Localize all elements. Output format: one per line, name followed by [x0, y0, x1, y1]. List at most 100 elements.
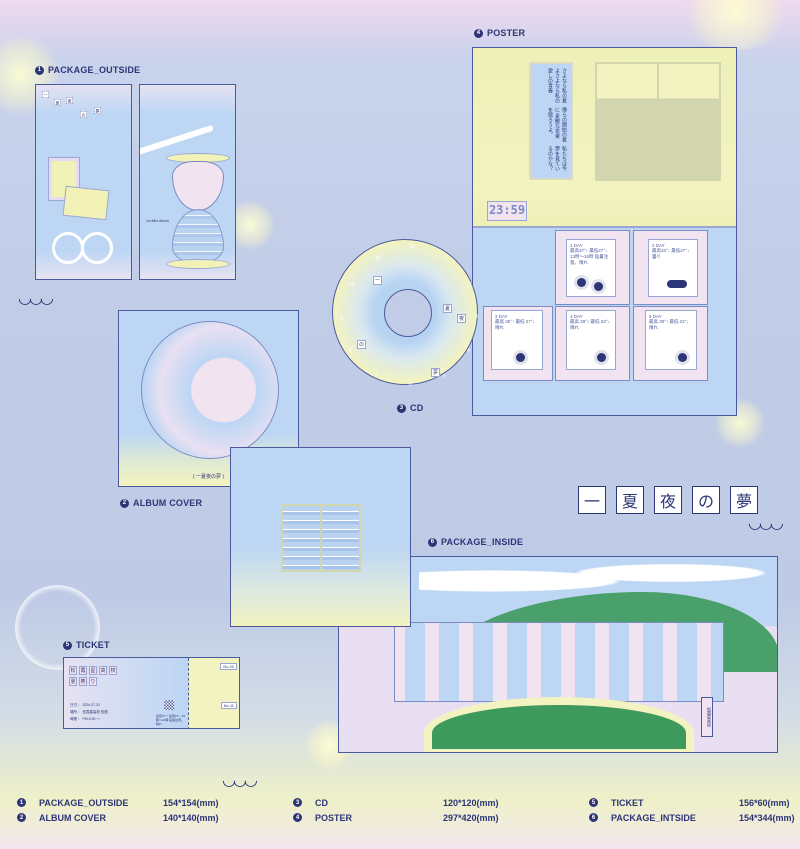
package-outside-right: 1st Mini Album: [139, 84, 236, 280]
wave-decoration: ◡◡◡: [222, 772, 258, 789]
legend-4-name: POSTER: [315, 813, 353, 823]
ticket-chars-6: 祭: [79, 677, 87, 686]
poster-cards-1-text: 最高33°↑ 最低27°↓ 曇り: [652, 248, 690, 259]
cd-clock_numbers-11: 11: [375, 256, 381, 262]
badge: 4: [474, 28, 483, 38]
cd-clock_numbers-2: 2: [469, 282, 472, 288]
ticket-chars-1: 霞: [79, 666, 87, 675]
cd-clock_numbers-10: 10: [349, 282, 355, 288]
poster-cards-2-text: 最高 35°↑ 最低 27°↓ 晴れ: [495, 319, 535, 330]
poster-cards-4-day: 5 DAY: [649, 314, 662, 319]
cd-clock_numbers-6: 6: [409, 382, 412, 388]
label-text: POSTER: [487, 28, 526, 38]
cd-chars-3: の: [357, 340, 367, 349]
ticket: 松 霞 星 高 校 霊 祭 り 日付 ： 2024.07.31 場所 ： 松霞星…: [63, 657, 240, 729]
poster-cards-4-text: 最高 30°↑ 最低 22°↓ 晴れ: [649, 319, 689, 330]
cd-chars-0: 一: [373, 276, 383, 285]
wave-decoration: ◡◡◡: [18, 290, 54, 307]
legend-0-num: 1: [17, 798, 26, 807]
poster-cards-3-text: 最高 29°↑ 最低 23°↓ 晴れ: [570, 319, 610, 330]
poem-line: 私たちは今夢を見ているのかな？: [547, 145, 567, 171]
poster-cards-2-day: 3 DAY: [495, 314, 508, 319]
cd-clock_numbers-9: 9: [340, 316, 343, 322]
package-inside-window: [230, 447, 411, 627]
poster-cards-3-day: 4 DAY: [570, 314, 583, 319]
ticket-chars-7: り: [89, 677, 97, 686]
school-building: [394, 622, 724, 702]
legend-1-num: 3: [293, 798, 302, 807]
cd-clock_numbers-5: 5: [443, 374, 446, 380]
cd-clock_numbers-7: 7: [375, 372, 378, 378]
globe: [141, 321, 279, 459]
badge: 3: [397, 403, 406, 413]
ticket-no1: No.20: [220, 663, 237, 670]
shooting-star: [140, 124, 214, 156]
album-title: 一 夏 夜 の 夢: [578, 486, 758, 514]
legend-4-num: 4: [293, 813, 302, 822]
cd-clock_numbers-4: 4: [467, 348, 470, 354]
poster-cards-0-text: 最高37°↑ 最低27°↓ 13時〜16時 猛暑注意。晴れ: [570, 248, 609, 265]
poster-cards-0-day: 1 DAY: [570, 243, 583, 248]
legend-2-num: 5: [589, 798, 598, 807]
cd-clock_numbers-8: 8: [349, 348, 352, 354]
ticket-chars-3: 高: [99, 666, 107, 675]
cd-chars-4: 夢: [431, 368, 441, 377]
label-text: PACKAGE_OUTSIDE: [48, 65, 141, 75]
legend-1-name: CD: [315, 798, 328, 808]
legend-5-name: PACKAGE_INTSIDE: [611, 813, 696, 823]
cd-chars-1: 夏: [443, 304, 453, 313]
poem-line: さよなら私の夏よさよなら私の愛しの青春: [547, 68, 567, 103]
ticket-note: 最低27°↑ 最低27°↓ 19時〜22時 猛暑注意。晴れ: [156, 714, 186, 726]
char-tile: の: [80, 111, 87, 118]
cd-clock_numbers-1: 1: [445, 254, 448, 260]
ticket-stub: No.20 No.11: [188, 658, 239, 728]
title-char: 夜: [654, 486, 682, 514]
char-tile: 夜: [66, 97, 73, 104]
ticket-chars-2: 星: [89, 666, 97, 675]
ticket-chars-4: 校: [109, 666, 117, 675]
cd-clock_numbers-3: 3: [475, 314, 478, 320]
package-outside-left: 一 夏 夜 の 夢: [35, 84, 132, 280]
ticket-chars-0: 松: [69, 666, 77, 675]
legend-2-size: 156*60(mm): [739, 798, 790, 808]
ticket-place: 場所 ： 松霞星高校 校庭: [70, 710, 108, 714]
badge: 6: [428, 537, 437, 547]
title-char: 夏: [616, 486, 644, 514]
poster-cards-1-day: 2 DAY: [652, 243, 665, 248]
ticket-no2: No.11: [220, 702, 237, 709]
legend-3-name: ALBUM COVER: [39, 813, 106, 823]
window: [595, 62, 721, 181]
legend-1-size: 120*120(mm): [443, 798, 499, 808]
char-tile: 夢: [94, 107, 101, 114]
bubble-decoration: [680, 0, 790, 50]
legend-3-size: 140*140(mm): [163, 813, 219, 823]
badge: 5: [63, 640, 72, 650]
cloud-icon: [667, 280, 687, 288]
legend-4-size: 297*420(mm): [443, 813, 499, 823]
cd-chars-2: 夜: [457, 314, 467, 323]
badge: 1: [35, 65, 44, 75]
package-inside-landscape: 松霞星高校: [338, 556, 778, 753]
wave-decoration: ◡◡◡: [748, 515, 784, 532]
star-stamp: [62, 185, 110, 221]
legend-5-size: 154*344(mm): [739, 813, 795, 823]
poem-frame: 私たちは今夢を見ているのかな？ 僕らの開始の夏に 素敵な花束を贈ろうよ。 さよな…: [529, 62, 573, 180]
poster: 私たちは今夢を見ているのかな？ 僕らの開始の夏に 素敵な花束を贈ろうよ。 さよな…: [472, 47, 737, 416]
ticket-chars-5: 霊: [69, 677, 77, 686]
legend-2-name: TICKET: [611, 798, 644, 808]
label-text: ALBUM COVER: [133, 498, 203, 508]
legend-5-num: 6: [589, 813, 598, 822]
poem-line: 僕らの開始の夏に 素敵な花束を贈ろうよ。: [547, 106, 567, 142]
infinity-rings: [52, 232, 84, 264]
album-subtitle: 1st Mini Album: [146, 219, 169, 223]
track-field: [424, 697, 694, 752]
